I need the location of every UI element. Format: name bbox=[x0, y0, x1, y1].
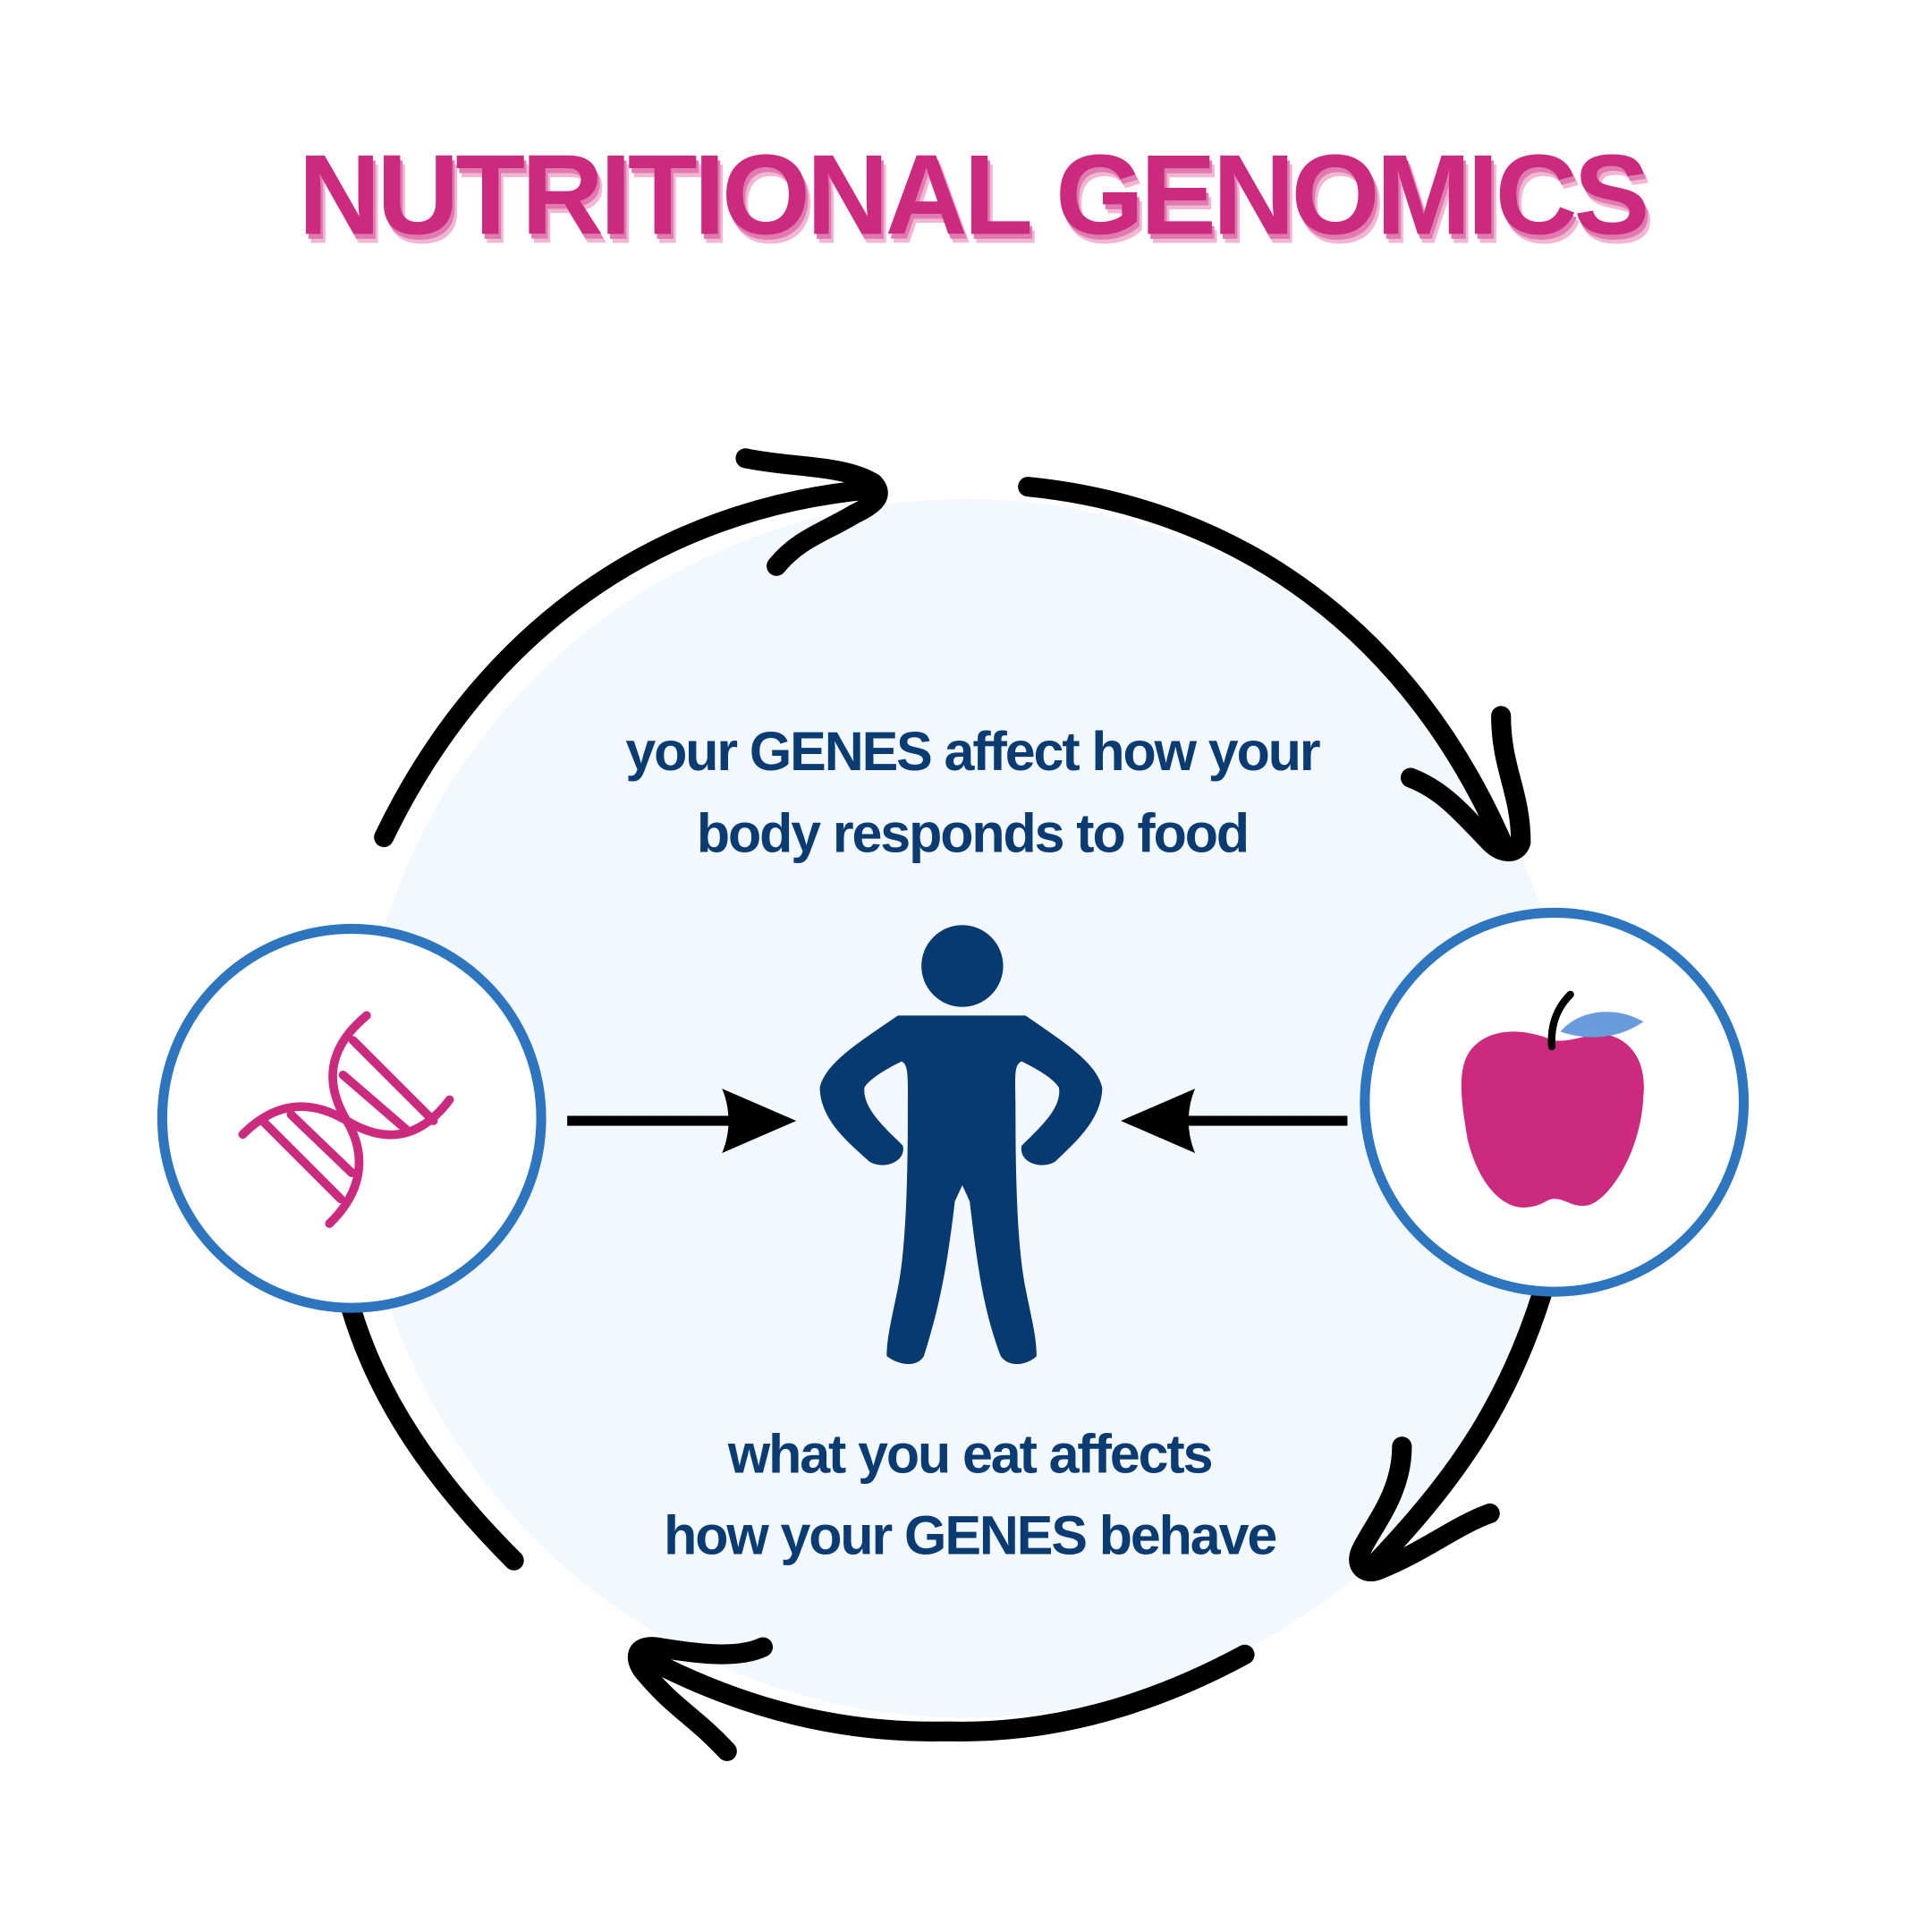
arrowhead-top-right bbox=[1401, 706, 1531, 861]
arc-arrow-right-bottom bbox=[1362, 1284, 1552, 1577]
arc-arrow-left-bottom bbox=[340, 1296, 524, 1571]
genes-ring bbox=[157, 923, 547, 1313]
apple-icon bbox=[1461, 990, 1644, 1208]
arc-arrow-bottom bbox=[633, 1644, 1255, 1741]
title: NUTRITIONAL GENOMICS NUTRITIONAL GENOMIC… bbox=[299, 131, 1655, 267]
svg-text:NUTRITIONAL GENOMICS: NUTRITIONAL GENOMICS bbox=[303, 140, 1651, 267]
dna-icon bbox=[238, 1011, 454, 1228]
genes-node bbox=[157, 923, 547, 1313]
svg-text:body responds to food: body responds to food bbox=[697, 803, 1248, 864]
arc-arrow-top-left bbox=[374, 479, 884, 848]
arrowhead-bottom bbox=[627, 1637, 773, 1761]
food-node bbox=[1360, 907, 1750, 1297]
person-icon bbox=[819, 925, 1103, 1365]
svg-text:how your GENES behave: how your GENES behave bbox=[664, 1505, 1275, 1566]
arrowhead-right-bottom bbox=[1349, 1436, 1500, 1581]
arrow-genes-to-person bbox=[567, 1089, 797, 1154]
arrow-food-to-person bbox=[1121, 1089, 1348, 1154]
top-caption: your GENES affect how your body responds… bbox=[625, 721, 1322, 864]
svg-text:NUTRITIONAL GENOMICS: NUTRITIONAL GENOMICS bbox=[301, 136, 1648, 263]
bottom-caption: what you eat affects how your GENES beha… bbox=[664, 1423, 1277, 1566]
svg-text:your GENES affect how your: your GENES affect how your bbox=[625, 721, 1320, 782]
arc-arrow-top-right bbox=[1018, 477, 1515, 859]
cycle-arrows bbox=[340, 448, 1552, 1761]
page-title: NUTRITIONAL GENOMICS bbox=[299, 131, 1647, 258]
arrowhead-top-left bbox=[735, 448, 888, 576]
svg-text:what you eat affects: what you eat affects bbox=[727, 1423, 1212, 1484]
